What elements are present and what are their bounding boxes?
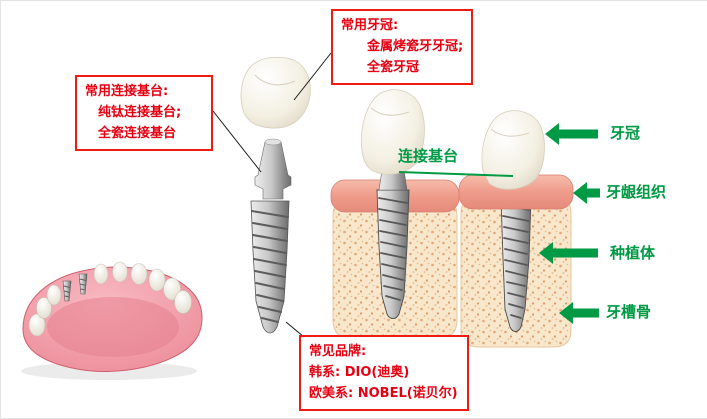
brands-item: 韩系: DIO(迪奥) <box>309 364 410 380</box>
jaw-inner-ridge <box>47 297 179 357</box>
abutment-label: 连接基台 <box>398 147 459 165</box>
crown-types-item: 金属烤瓷牙牙冠; <box>367 38 464 54</box>
jaw-mini-implant-2 <box>78 273 88 295</box>
assembly-crown-cusp-line <box>254 74 296 86</box>
section-crown-cusp-line <box>490 128 530 137</box>
section-crown-cusp-line <box>370 107 410 116</box>
crown-types-box: 常用牙冠: 金属烤瓷牙牙冠; 全瓷牙冠 <box>331 9 474 86</box>
abutment-types-title: 常用连接基台: <box>85 84 169 99</box>
leader-line-abutment-box <box>212 110 262 173</box>
implant-assembly-illustration <box>240 56 311 334</box>
gum-tissue-label: 牙龈组织 <box>606 183 667 201</box>
assembly-implant-screw <box>250 200 290 334</box>
brands-title: 常见品牌: <box>309 344 367 359</box>
implant-body-label: 种植体 <box>610 244 656 262</box>
brands-box: 常见品牌: 韩系: DIO(迪奥) 欧美系: NOBEL(诺贝尔) <box>299 335 469 412</box>
abutment-types-item: 全瓷连接基台 <box>98 125 177 141</box>
jaw-teeth <box>28 261 192 337</box>
gum-tissue-arrow-icon <box>573 182 600 204</box>
crown-types-item: 全瓷牙冠 <box>367 59 420 75</box>
cross-section-exploded-illustration <box>330 89 460 339</box>
part-arrows <box>539 123 600 324</box>
leader-line-brand-box <box>285 321 305 338</box>
alveolar-bone-arrow-icon <box>559 302 599 324</box>
section-implant-screw <box>376 189 410 319</box>
alveolar-bone-label: 牙槽骨 <box>606 303 652 321</box>
implant-body-arrow-icon <box>539 242 598 264</box>
leader-line-crown-box <box>293 52 332 101</box>
jaw-model-illustration <box>21 261 203 380</box>
assembly-abutment <box>254 138 292 200</box>
crown-arrow-icon <box>545 123 598 145</box>
brands-item: 欧美系: NOBEL(诺贝尔) <box>309 385 458 401</box>
abutment-label-pointer-line <box>398 171 514 177</box>
section-implant-screw <box>500 196 532 332</box>
jaw-mini-implant-1 <box>62 280 72 302</box>
abutment-types-item: 纯钛连接基台; <box>98 104 182 120</box>
cross-section-assembled-illustration <box>458 110 574 348</box>
abutment-types-box: 常用连接基台: 纯钛连接基台; 全瓷连接基台 <box>75 75 213 152</box>
assembly-crown <box>240 56 311 129</box>
section-crown <box>360 89 425 175</box>
section-crown <box>481 110 545 190</box>
crown-label: 牙冠 <box>610 124 641 142</box>
crown-types-title: 常用牙冠: <box>341 18 399 33</box>
